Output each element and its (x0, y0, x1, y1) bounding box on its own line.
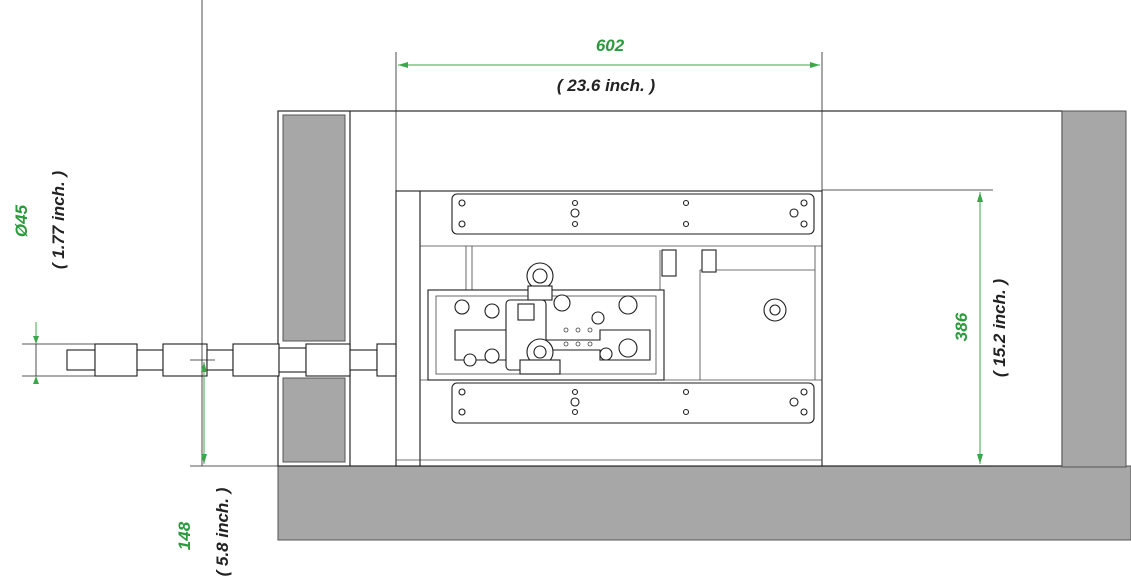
width-inch: ( 23.6 inch. ) (557, 76, 656, 95)
left-frame-top (282, 114, 346, 342)
dimension-diameter: Ø45 ( 1.77 inch. ) (12, 171, 68, 384)
offset-inch: ( 5.8 inch. ) (213, 487, 232, 576)
pipe-connector (66, 343, 397, 377)
dimension-offset: 148 ( 5.8 inch. ) (175, 362, 232, 576)
side-knob (763, 298, 787, 322)
base-slab (277, 465, 1131, 541)
bottom-plate (451, 382, 815, 424)
left-frame-bottom (282, 377, 346, 463)
height-value: 386 (952, 312, 971, 341)
top-plate (451, 193, 815, 235)
height-inch: ( 15.2 inch. ) (990, 279, 1009, 378)
right-frame (1061, 110, 1127, 468)
valve-assembly (427, 262, 665, 381)
diameter-value: Ø45 (12, 204, 31, 237)
offset-value: 148 (175, 521, 194, 550)
diameter-inch: ( 1.77 inch. ) (49, 171, 68, 270)
dimension-width: 602 ( 23.6 inch. ) (398, 36, 820, 95)
dimension-height: 386 ( 15.2 inch. ) (952, 192, 1009, 464)
width-value: 602 (596, 36, 625, 55)
